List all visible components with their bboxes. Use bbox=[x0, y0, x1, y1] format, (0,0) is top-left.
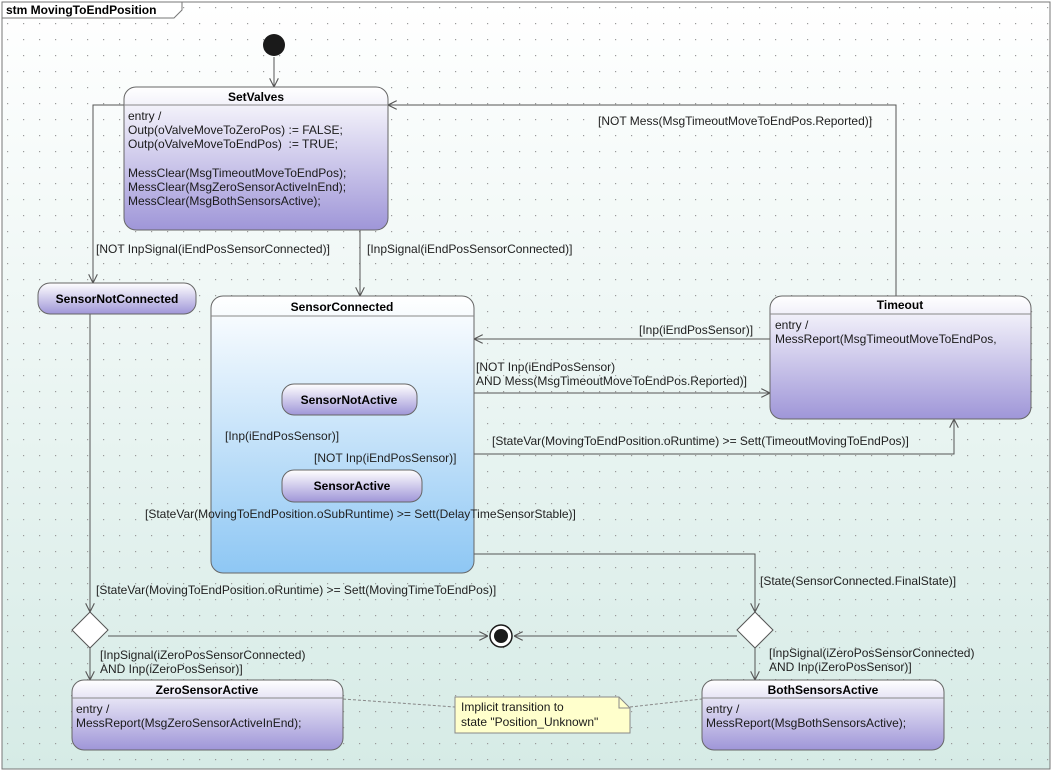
guard-not-inp-and-mess-line1: [NOT Inp(iEndPosSensor) bbox=[476, 360, 615, 374]
state-zerosensoractive-title: ZeroSensorActive bbox=[156, 683, 259, 697]
guard-zero-sensor-left-line1: [InpSignal(iZeroPosSensorConnected) bbox=[100, 648, 305, 662]
state-bothsensorsactive-line-1: MessReport(MsgBothSensorsActive); bbox=[706, 716, 906, 730]
state-setvalves-line-4: MessClear(MsgTimeoutMoveToEndPos); bbox=[128, 166, 346, 180]
state-sensoractive[interactable]: SensorActive bbox=[281, 469, 423, 503]
state-sensorconnected-title: SensorConnected bbox=[291, 300, 394, 314]
state-bothsensorsactive-line-0: entry / bbox=[706, 702, 740, 716]
guard-zero-sensor-right-line1: [InpSignal(iZeroPosSensorConnected) bbox=[769, 646, 974, 660]
state-timeout[interactable]: Timeout entry / MessReport(MsgTimeoutMov… bbox=[769, 295, 1032, 420]
state-sensorconnected[interactable]: SensorConnected bbox=[210, 295, 475, 574]
final-state[interactable] bbox=[489, 624, 513, 648]
guard-inp-endpos-sensor-inner: [Inp(iEndPosSensor)] bbox=[225, 429, 339, 443]
edge-sensorconnected-to-timeout-runtime bbox=[474, 419, 954, 455]
state-setvalves-line-5: MessClear(MsgZeroSensorActiveInEnd); bbox=[128, 180, 346, 194]
guard-statevar-runtime-timeout: [StateVar(MovingToEndPosition.oRuntime) … bbox=[492, 434, 909, 448]
state-setvalves-line-2: Outp(oValveMoveToEndPos) := TRUE; bbox=[128, 137, 338, 151]
guard-not-inp-endpos-sensor-inner: [NOT Inp(iEndPosSensor)] bbox=[314, 451, 457, 465]
state-timeout-line-1: MessReport(MsgTimeoutMoveToEndPos, bbox=[775, 332, 997, 346]
initial-pseudostate[interactable] bbox=[263, 34, 285, 56]
state-zerosensoractive[interactable]: ZeroSensorActive entry / MessReport(MsgZ… bbox=[71, 679, 344, 751]
state-sensornotconnected-title: SensorNotConnected bbox=[56, 292, 179, 306]
state-timeout-title: Timeout bbox=[877, 298, 923, 312]
guard-inp-endpos-sensor: [Inp(iEndPosSensor)] bbox=[639, 323, 753, 337]
note-connector-left bbox=[342, 698, 456, 708]
state-sensornotactive[interactable]: SensorNotActive bbox=[281, 383, 418, 416]
guard-statevar-runtime-moving: [StateVar(MovingToEndPosition.oRuntime) … bbox=[96, 583, 496, 597]
state-zerosensoractive-line-1: MessReport(MsgZeroSensorActiveInEnd); bbox=[76, 716, 301, 730]
frame-title: stm MovingToEndPosition bbox=[6, 3, 156, 17]
edge-sensorconnected-to-choice-right bbox=[474, 553, 755, 612]
state-bothsensorsactive-title: BothSensorsActive bbox=[768, 683, 879, 697]
guard-state-final: [State(SensorConnected.FinalState)] bbox=[760, 574, 956, 588]
state-zerosensoractive-line-0: entry / bbox=[76, 702, 110, 716]
note-connector-right bbox=[629, 698, 703, 708]
state-setvalves-title: SetValves bbox=[228, 90, 284, 104]
frame-title-tab bbox=[1, 1, 183, 19]
choice-right[interactable] bbox=[736, 611, 774, 649]
note-line-0: Implicit transition to bbox=[461, 700, 564, 714]
edge-timeout-to-setvalves bbox=[388, 105, 897, 296]
state-setvalves[interactable]: SetValves entry / Outp(oValveMoveToZeroP… bbox=[123, 86, 389, 231]
edge-setvalves-to-sensornotconnected bbox=[93, 104, 124, 283]
state-setvalves-line-6: MessClear(MsgBothSensorsActive); bbox=[128, 194, 321, 208]
guard-not-mess-reported: [NOT Mess(MsgTimeoutMoveToEndPos.Reporte… bbox=[598, 114, 872, 128]
choice-left[interactable] bbox=[71, 611, 109, 649]
guard-statevar-subruntime: [StateVar(MovingToEndPosition.oSubRuntim… bbox=[145, 507, 576, 521]
state-setvalves-line-1: Outp(oValveMoveToZeroPos) := FALSE; bbox=[128, 123, 343, 137]
state-timeout-line-0: entry / bbox=[775, 318, 809, 332]
state-sensornotactive-title: SensorNotActive bbox=[301, 393, 398, 407]
guard-not-inpsignal-connected: [NOT InpSignal(iEndPosSensorConnected)] bbox=[96, 242, 330, 256]
state-sensoractive-title: SensorActive bbox=[314, 479, 391, 493]
guard-not-inp-and-mess-line2: AND Mess(MsgTimeoutMoveToEndPos.Reported… bbox=[476, 374, 747, 388]
note-implicit-transition: Implicit transition to state "Position_U… bbox=[454, 696, 631, 734]
state-sensornotconnected[interactable]: SensorNotConnected bbox=[37, 282, 197, 315]
state-setvalves-line-0: entry / bbox=[128, 109, 162, 123]
guard-zero-sensor-right-line2: AND Inp(iZeroPosSensor)] bbox=[769, 660, 912, 674]
guard-inpsignal-connected: [InpSignal(iEndPosSensorConnected)] bbox=[367, 242, 572, 256]
note-line-1: state "Position_Unknown" bbox=[461, 715, 598, 729]
guard-zero-sensor-left-line2: AND Inp(iZeroPosSensor)] bbox=[100, 662, 243, 676]
state-bothsensorsactive[interactable]: BothSensorsActive entry / MessReport(Msg… bbox=[701, 679, 945, 751]
